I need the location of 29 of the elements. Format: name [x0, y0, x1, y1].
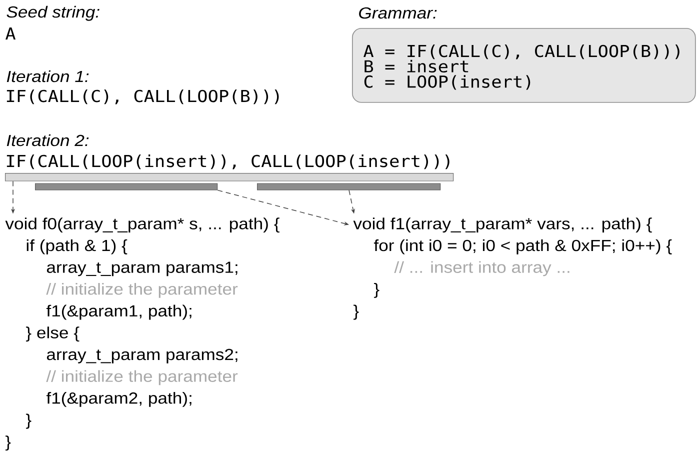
code-line: if (path & 1) { — [26, 239, 128, 254]
code-string: IF(CALL(LOOP(insert)), CALL(LOOP(insert))) — [6, 154, 450, 170]
code-line: f1(&param1, path); — [46, 304, 192, 320]
code-comment: // initialize the parameter — [46, 370, 238, 386]
code-string: IF(CALL(C), CALL(LOOP(B))) — [6, 90, 279, 104]
span-bar — [35, 183, 218, 190]
span-bar — [5, 173, 454, 182]
code-line: array_t_param params1; — [46, 262, 238, 276]
code-line: } — [26, 414, 32, 429]
code-line: array_t_param params2; — [46, 348, 238, 364]
grammar-rule: A = IF(CALL(C), CALL(LOOP(B))) — [364, 44, 680, 60]
heading: Grammar: — [359, 7, 437, 19]
code-string: A — [6, 28, 16, 40]
span-bar — [257, 183, 441, 190]
grammar-rule: C = LOOP(insert) — [364, 75, 530, 90]
code-line: void f1(array_t_param* vars, ... path) { — [353, 218, 652, 233]
code-line: } — [6, 436, 11, 451]
heading: Iteration 2: — [6, 134, 89, 146]
code-line: } — [374, 283, 380, 298]
code-line: f1(&param2, path); — [46, 392, 192, 407]
code-comment: // ... insert into array ... — [394, 261, 570, 276]
heading: Seed string: — [6, 6, 100, 21]
code-line: for (int i0 = 0; i0 < path & 0xFF; i0++) { — [374, 239, 672, 254]
code-line: void f0(array_t_param* s, ... path) { — [5, 218, 280, 233]
code-comment: // initialize the parameter — [46, 283, 238, 298]
grammar-rule: B = insert — [364, 60, 468, 73]
code-line: } else { — [26, 326, 80, 342]
code-line: } — [354, 304, 359, 320]
heading: Iteration 1: — [6, 70, 89, 82]
